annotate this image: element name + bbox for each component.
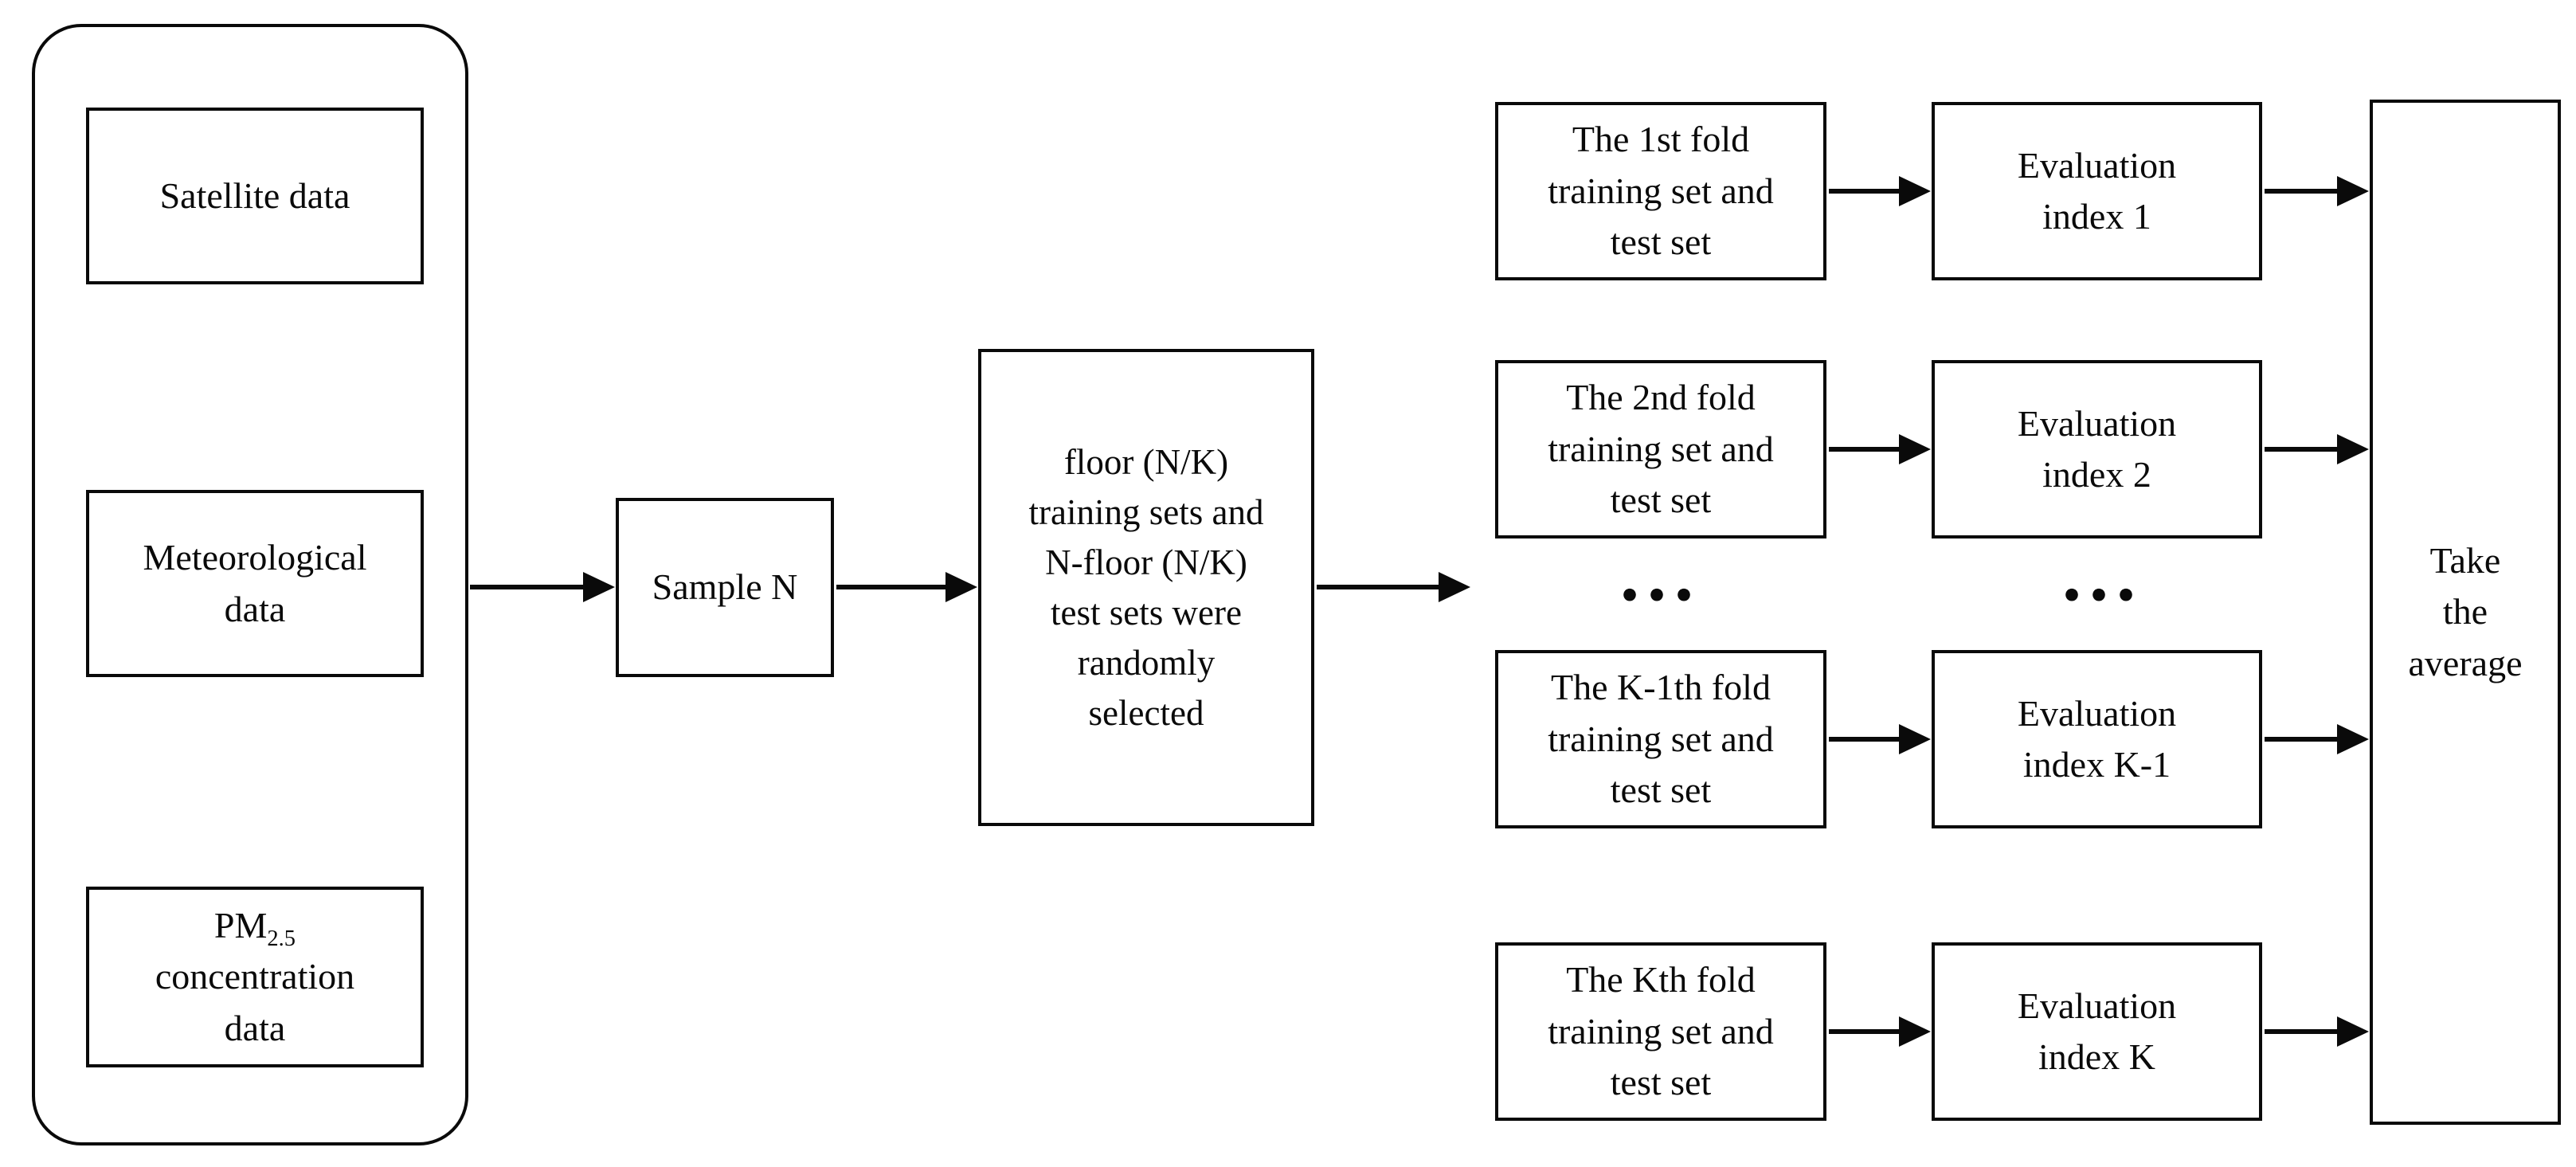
arrow-shaft: [1829, 737, 1905, 742]
fold-2-label: The 2nd fold training set and test set: [1548, 377, 1774, 521]
satellite-data-label: Satellite data: [159, 174, 350, 216]
arrow-fold2-to-eval2: [1829, 434, 1931, 464]
evaluation-index-1-label: Evaluation index 1: [2017, 144, 2177, 237]
evaluation-index-k-1-box: Evaluation index K-1: [1932, 650, 2262, 828]
arrow-shaft: [1829, 447, 1905, 452]
evaluation-index-k-box: Evaluation index K: [1932, 942, 2262, 1121]
fold-k-label: The Kth fold training set and test set: [1548, 959, 1774, 1103]
folds-ellipsis: ...: [1620, 531, 1701, 617]
pm25-concentration-box: PM2.5 concentration data: [86, 887, 424, 1067]
arrow-foldk1-to-evalk1: [1829, 724, 1931, 754]
arrow-head-icon: [2337, 176, 2369, 206]
pm25-subscript: 2.5: [267, 926, 296, 952]
arrow-head-icon: [1899, 434, 1931, 464]
arrow-head-icon: [2337, 724, 2369, 754]
arrow-foldk-to-evalk: [1829, 1016, 1931, 1047]
evaluation-index-k-label: Evaluation index K: [2017, 985, 2177, 1077]
arrow-shaft: [2265, 189, 2343, 194]
random-split-box: floor (N/K) training sets and N-floor (N…: [978, 349, 1314, 826]
arrow-head-icon: [1899, 1016, 1931, 1047]
arrow-evalk-to-average: [2265, 1016, 2369, 1047]
arrow-shaft: [836, 585, 952, 589]
arrow-head-icon: [945, 572, 977, 602]
arrow-head-icon: [1899, 724, 1931, 754]
sample-n-label: Sample N: [652, 566, 798, 608]
fold-2-box: The 2nd fold training set and test set: [1495, 360, 1826, 538]
fold-1-box: The 1st fold training set and test set: [1495, 102, 1826, 280]
pm25-suffix: concentration data: [155, 956, 355, 1048]
meteorological-data-box: Meteorological data: [86, 490, 424, 677]
arrow-split-to-folds: [1317, 572, 1470, 602]
arrow-head-icon: [1899, 176, 1931, 206]
arrow-fold1-to-eval1: [1829, 176, 1931, 206]
random-split-label: floor (N/K) training sets and N-floor (N…: [1028, 441, 1264, 733]
pm25-prefix: PM: [213, 904, 268, 946]
take-average-box: Take the average: [2370, 100, 2561, 1125]
arrow-shaft: [1829, 189, 1905, 194]
evaluation-index-2-label: Evaluation index 2: [2017, 402, 2177, 495]
fold-k-box: The Kth fold training set and test set: [1495, 942, 1826, 1121]
satellite-data-box: Satellite data: [86, 108, 424, 284]
arrow-shaft: [1829, 1029, 1905, 1034]
arrow-sample-to-split: [836, 572, 977, 602]
arrow-head-icon: [1439, 572, 1470, 602]
arrow-head-icon: [2337, 434, 2369, 464]
meteorological-data-label: Meteorological data: [143, 537, 367, 629]
arrow-evalk1-to-average: [2265, 724, 2369, 754]
evaluation-index-1-box: Evaluation index 1: [1932, 102, 2262, 280]
evaluations-ellipsis: ...: [2062, 531, 2143, 617]
fold-1-label: The 1st fold training set and test set: [1548, 119, 1774, 263]
take-average-label: Take the average: [2408, 539, 2523, 683]
arrow-shaft: [2265, 1029, 2343, 1034]
evaluation-index-k-1-label: Evaluation index K-1: [2017, 692, 2177, 785]
sample-n-box: Sample N: [616, 498, 834, 677]
arrow-head-icon: [2337, 1016, 2369, 1047]
arrow-eval2-to-average: [2265, 434, 2369, 464]
arrow-inputs-to-sample: [470, 572, 615, 602]
fold-k-1-label: The K-1th fold training set and test set: [1548, 667, 1774, 811]
arrow-shaft: [2265, 447, 2343, 452]
arrow-eval1-to-average: [2265, 176, 2369, 206]
arrow-shaft: [470, 585, 589, 589]
fold-k-1-box: The K-1th fold training set and test set: [1495, 650, 1826, 828]
evaluation-index-2-box: Evaluation index 2: [1932, 360, 2262, 538]
arrow-shaft: [1317, 585, 1445, 589]
pm25-concentration-label: PM2.5 concentration data: [155, 900, 354, 1054]
arrow-shaft: [2265, 737, 2343, 742]
arrow-head-icon: [583, 572, 615, 602]
